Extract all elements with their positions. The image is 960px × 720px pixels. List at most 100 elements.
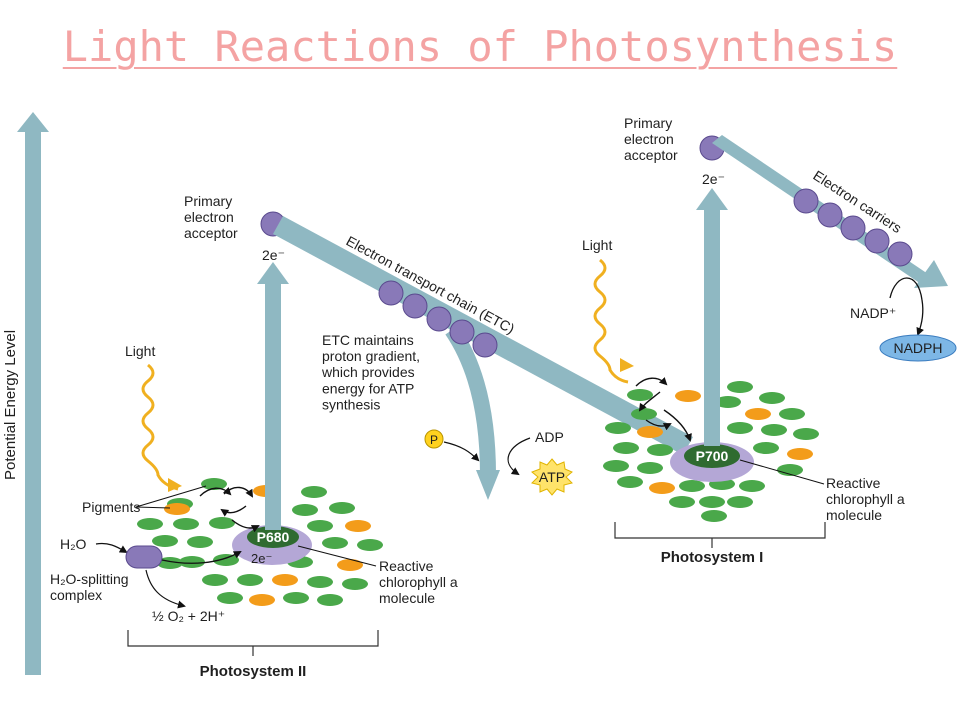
ps2-transfer-arrow [199,486,232,497]
etc-carrier [426,306,452,332]
pigment-green [237,574,263,586]
ps1-light-label: Light [582,237,612,253]
ps1-reaction-center [684,444,740,468]
ps2-transfer-arrow [220,505,247,517]
ps1-reactive-line [739,459,825,485]
etc-atp-branch-head [476,470,500,500]
pigment-green [283,592,309,604]
pigment-orange [675,390,701,402]
pigment-green [179,556,205,568]
pigment-green [301,486,327,498]
ps1-carrier [887,241,913,267]
ps1-name: Photosystem I [661,549,764,566]
pigment-orange [637,426,663,438]
ps2-pigments-line [135,506,171,509]
pigment-green [605,422,631,434]
pigment-green [647,444,673,456]
pigment-green [777,464,803,476]
pigment-green [201,478,227,490]
ps2-electrons-label: 2e⁻ [262,247,285,263]
pigment-orange [164,503,190,515]
ps1-transfer-arrow [638,391,661,412]
ps2-excitation-arrowhead [257,262,289,284]
pigment-green [217,592,243,604]
ps1-transfer-arrow [635,376,668,387]
ps2-products-label: ½ O₂ + 2H⁺ [152,608,225,624]
ps2-pigments-label: Pigments [82,499,140,515]
pigment-green [699,496,725,508]
pigment-green [617,476,643,488]
ps1-reaction-center-label: P700 [696,448,729,464]
pigment-green [322,537,348,549]
pigment-orange [272,574,298,586]
adp-label: ADP [535,429,564,445]
pigment-green [727,381,753,393]
ps1-carrier [864,228,890,254]
etc-carrier [402,293,428,319]
pigment-green [779,408,805,420]
ps2-reaction-electrons: 2e⁻ [251,551,272,566]
ps2-light-wave [141,363,179,491]
pigment-green [213,554,239,566]
pigment-green [292,504,318,516]
pigment-green [307,576,333,588]
ps1-carrier [840,215,866,241]
phosphate-label: P [430,433,438,447]
pigment-orange [345,520,371,532]
pigment-orange [787,448,813,460]
ps1-light-arrowhead [620,358,634,372]
energy-axis-label: Potential Energy Level [2,330,19,480]
pigment-green [613,442,639,454]
pigment-green [753,442,779,454]
ps1-carrier [817,202,843,228]
ps2-transfer-arrow [231,519,260,533]
pigment-green [307,520,333,532]
ps2-splitting-complex [125,545,163,569]
nadph-label: NADPH [893,340,942,356]
pigment-orange [649,482,675,494]
ps2-splitting-to-p680-arrow [161,551,242,564]
pigment-orange [337,559,363,571]
ps1-pigment-cluster [603,381,819,522]
pigment-green [317,594,343,606]
pigment-green [329,502,355,514]
pigment-green [679,480,705,492]
ps1-carrier-band-head [914,260,948,288]
pigment-green [137,518,163,530]
ps2-light-label: Light [125,343,155,359]
ps1-carrier [793,188,819,214]
phosphate-icon [424,429,444,449]
atp-burst-icon [531,458,573,496]
atp-label: ATP [539,469,565,485]
pigment-green [759,392,785,404]
pigment-green [793,428,819,440]
pigment-green [152,535,178,547]
pigment-green [209,517,235,529]
pigment-green [761,424,787,436]
pigment-green [715,396,741,408]
pigment-green [637,462,663,474]
ps1-transfer-arrow [645,419,672,431]
etc-carrier [472,332,498,358]
pigment-orange [249,594,275,606]
pigment-green [603,460,629,472]
ps1-bracket [614,522,826,539]
pigment-green [727,422,753,434]
ps1-electrons-label: 2e⁻ [702,171,725,187]
ps2-pigment-cluster [137,478,383,606]
pigment-orange [745,408,771,420]
ps2-light-arrowhead [168,478,182,492]
ps2-water-arrow [95,542,128,554]
ps2-oxygen-arrow [145,569,186,609]
nadp-label: NADP⁺ [850,305,896,321]
etc-carrier [378,280,404,306]
